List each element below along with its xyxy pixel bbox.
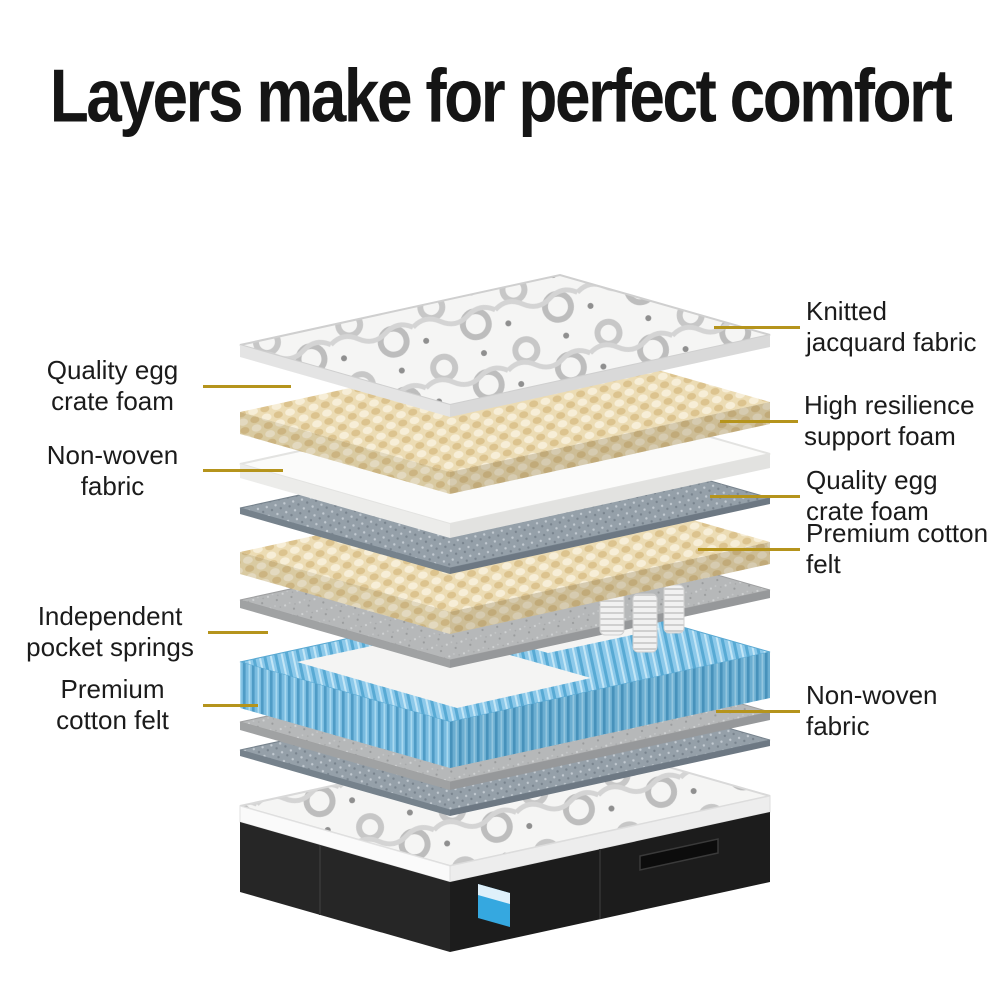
lead-line-independent-pocket-springs — [208, 631, 268, 634]
callout-quality-egg-crate-foam-left: Quality egg crate foam — [46, 355, 179, 417]
coil — [632, 593, 658, 653]
front-left-face — [240, 750, 450, 816]
front-right-shade — [450, 542, 770, 634]
callout-non-woven-fabric-right: Non-woven fabric — [806, 680, 938, 742]
brand-label-top — [478, 884, 510, 904]
front-right-face — [450, 454, 770, 538]
lead-line-premium-cotton-felt-right — [698, 548, 800, 551]
coil — [663, 584, 685, 634]
front-left-shade — [240, 412, 450, 494]
front-left-face — [240, 464, 450, 538]
front-left-face — [240, 345, 450, 417]
front-left-face — [240, 722, 450, 790]
lead-line-quality-egg-crate-foam-right — [710, 495, 800, 498]
base-side-left — [240, 822, 450, 952]
brand-label — [478, 884, 510, 927]
callout-quality-egg-crate-foam-right: Quality egg crate foam — [806, 465, 938, 527]
front-left-face — [240, 508, 450, 574]
spring-fabric-cover — [297, 633, 591, 708]
front-left-face — [240, 552, 450, 634]
callout-high-resilience-support-foam: High resilience support foam — [804, 390, 975, 452]
front-right-face — [450, 542, 770, 634]
callout-premium-cotton-felt-right: Premium cotton felt — [806, 518, 989, 580]
front-right-face — [450, 740, 770, 816]
front-right-face — [450, 402, 770, 494]
front-left-shade — [240, 552, 450, 634]
lead-line-knitted-jacquard-fabric — [714, 326, 800, 329]
mattress-handle — [639, 838, 719, 871]
front-right-shade — [450, 652, 770, 768]
front-right-face — [450, 652, 770, 768]
callout-non-woven-fabric-left: Non-woven fabric — [46, 440, 179, 502]
front-left-face — [240, 662, 450, 768]
front-right-face — [450, 335, 770, 417]
front-left-face — [240, 600, 450, 668]
front-right-face — [450, 712, 770, 790]
front-left-face — [240, 412, 450, 494]
layer-knitted-jacquard-fabric — [239, 273, 771, 417]
lead-line-non-woven-fabric-left — [203, 469, 283, 472]
callout-premium-cotton-felt-left: Premium cotton felt — [56, 674, 169, 736]
front-right-shade — [450, 402, 770, 494]
lead-line-premium-cotton-felt-left — [203, 704, 258, 707]
lead-line-high-resilience-support-foam — [720, 420, 798, 423]
lead-line-non-woven-fabric-right — [716, 710, 800, 713]
page-title: Layers make for perfect comfort — [49, 53, 953, 139]
callout-knitted-jacquard-fabric: Knitted jacquard fabric — [806, 296, 977, 358]
callout-independent-pocket-springs: Independent pocket springs — [26, 601, 194, 663]
lead-line-quality-egg-crate-foam-left — [203, 385, 291, 388]
front-right-face — [450, 498, 770, 574]
